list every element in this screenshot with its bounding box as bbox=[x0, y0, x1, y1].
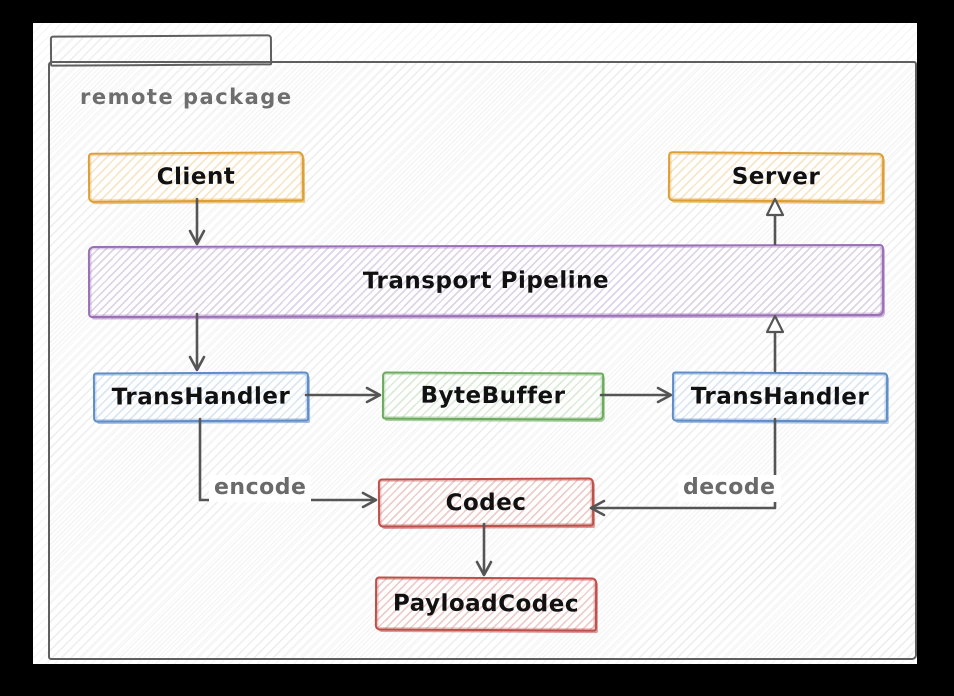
node-client: Client bbox=[87, 151, 305, 203]
node-server: Server bbox=[667, 151, 885, 203]
node-bytebuffer: ByteBuffer bbox=[381, 371, 605, 421]
package-body bbox=[48, 61, 917, 660]
diagram-canvas: remote package Client Server Transport P… bbox=[33, 23, 917, 664]
node-transport-pipeline: Transport Pipeline bbox=[87, 243, 885, 319]
node-client-label: Client bbox=[156, 163, 236, 191]
node-bytebuffer-label: ByteBuffer bbox=[420, 382, 566, 410]
node-payloadcodec: PayloadCodec bbox=[374, 576, 598, 632]
node-codec: Codec bbox=[377, 477, 595, 528]
node-transport-pipeline-label: Transport Pipeline bbox=[362, 267, 610, 295]
node-server-label: Server bbox=[731, 163, 821, 191]
node-transhandler-left: TransHandler bbox=[92, 371, 310, 423]
node-transhandler-right: TransHandler bbox=[671, 371, 889, 423]
node-transhandler-left-label: TransHandler bbox=[111, 383, 291, 411]
edge-label-decode: decode bbox=[678, 475, 781, 502]
node-transhandler-right-label: TransHandler bbox=[690, 383, 870, 411]
package-title: remote package bbox=[80, 85, 293, 109]
package-tab bbox=[49, 34, 273, 67]
edge-label-encode: encode bbox=[209, 475, 312, 502]
node-codec-label: Codec bbox=[445, 489, 527, 516]
node-payloadcodec-label: PayloadCodec bbox=[392, 590, 580, 618]
